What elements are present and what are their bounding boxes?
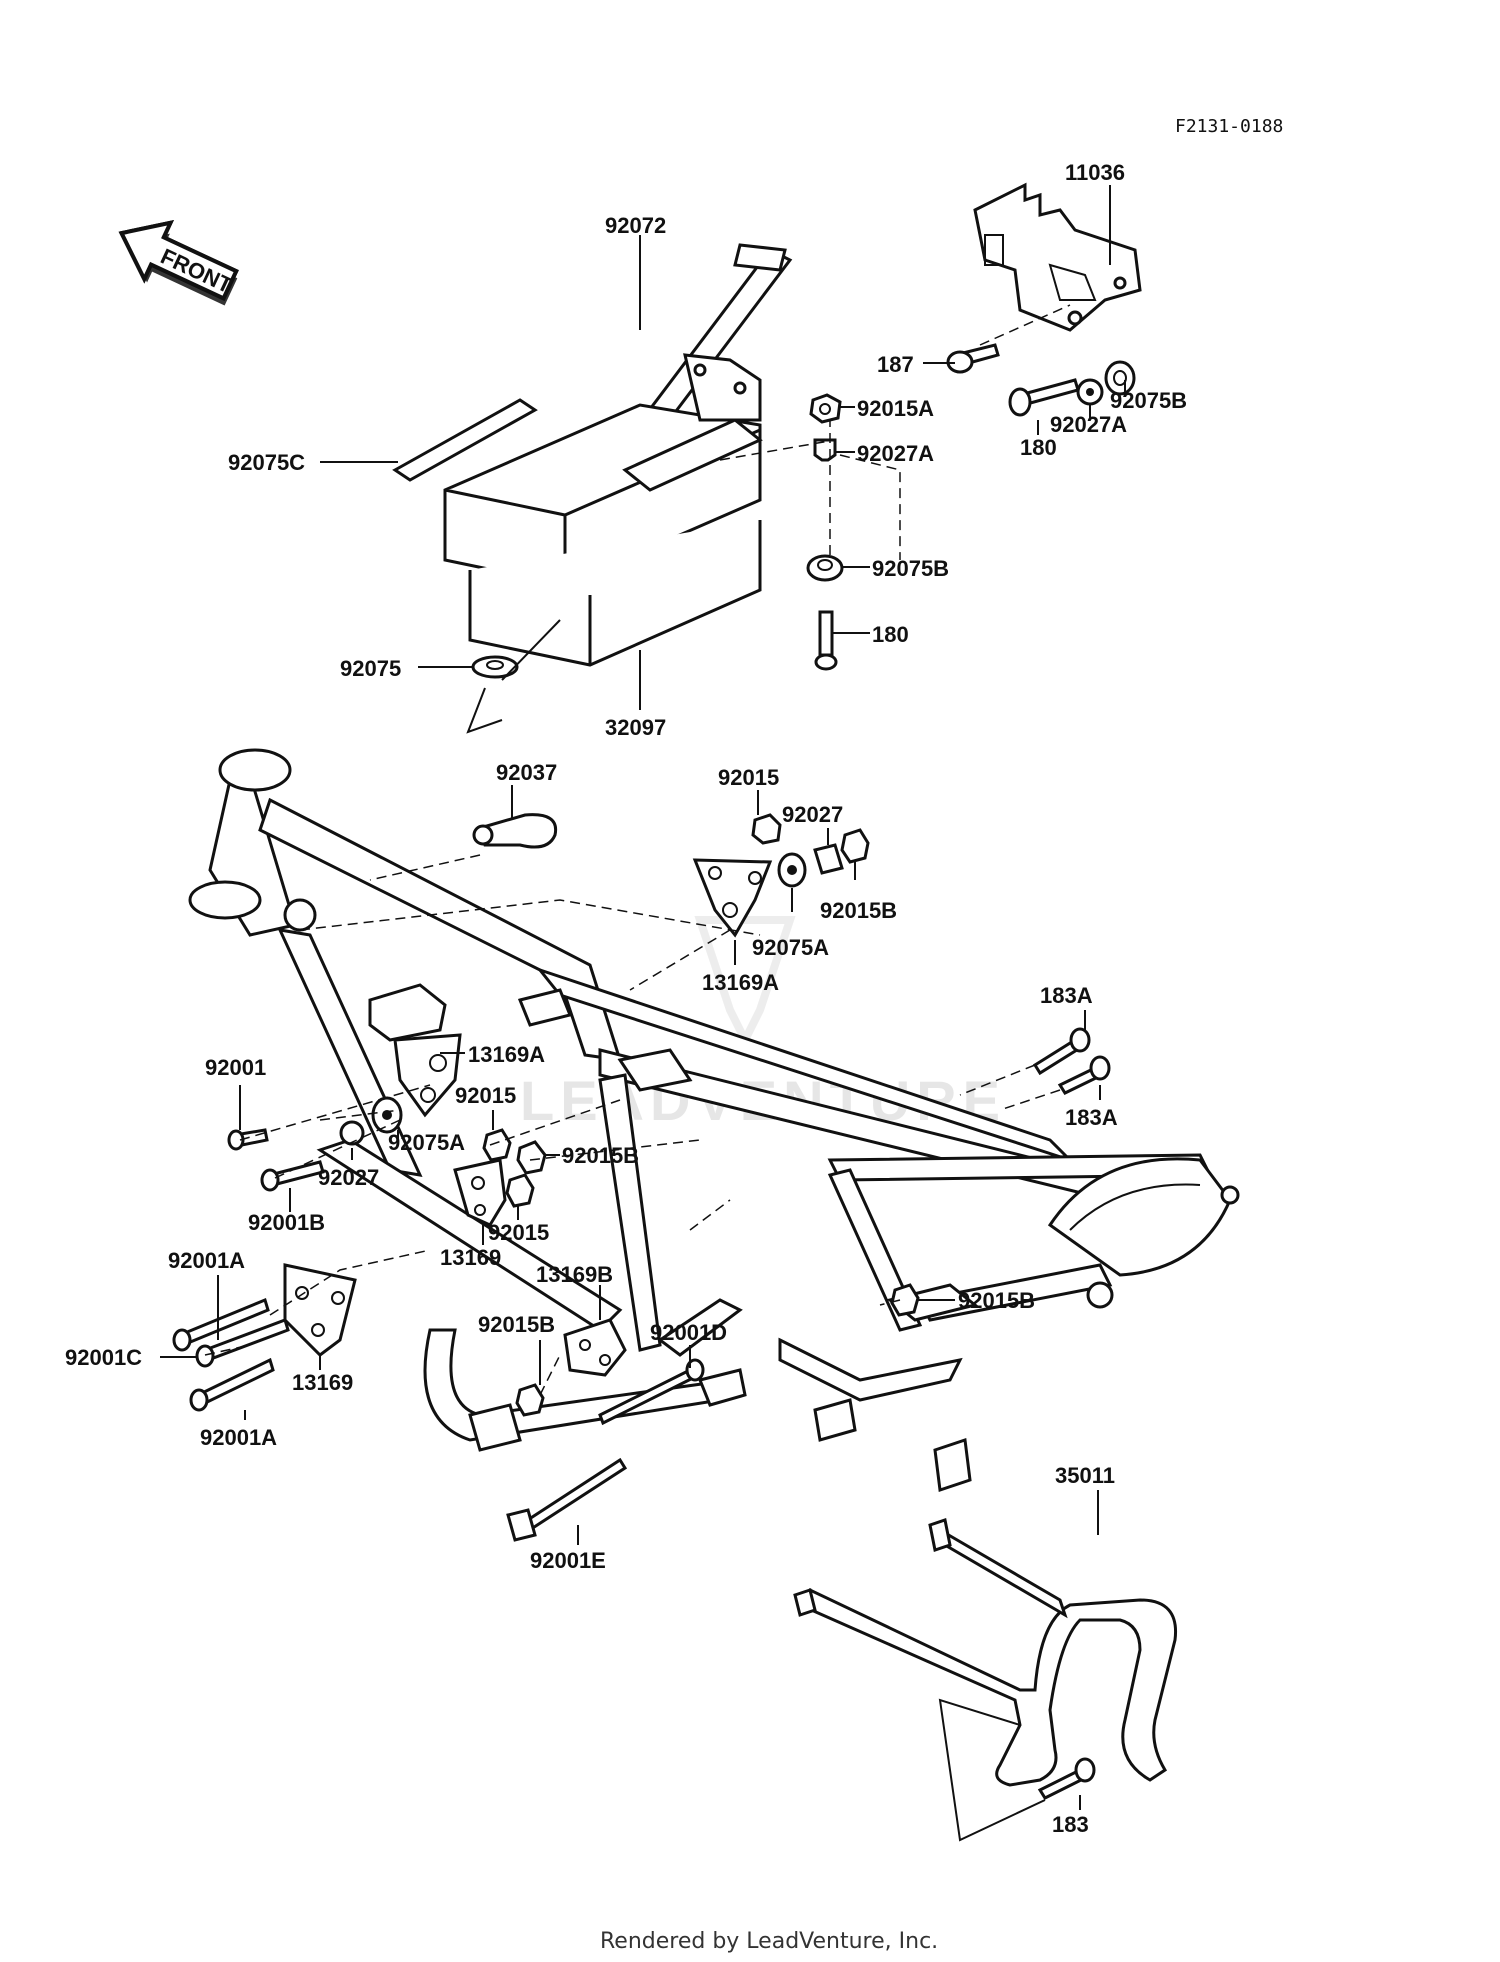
callout-92001C: 92001C — [65, 1345, 142, 1370]
bolt-183A-lower — [1057, 1055, 1111, 1095]
collar-92027A-right — [1076, 378, 1104, 406]
grommet-92075B-mid — [806, 554, 844, 582]
callout-13169B: 13169B — [536, 1262, 613, 1287]
nut-92015B-lower — [515, 1383, 545, 1417]
bolt-92001E — [506, 1457, 628, 1542]
leader-lines — [160, 185, 1126, 1842]
engine-mount-plate-13169A-upper — [692, 858, 773, 938]
callout-183A-upper: 183A — [1040, 983, 1093, 1008]
callout-92037: 92037 — [496, 760, 557, 785]
callout-92072: 92072 — [605, 213, 666, 238]
callout-92001D: 92001D — [650, 1320, 727, 1345]
callout-32097: 32097 — [605, 715, 666, 740]
callout-92001A-lower: 92001A — [200, 1425, 277, 1450]
callout-92015-left: 92015 — [455, 1083, 516, 1108]
callout-13169-front: 13169 — [292, 1370, 353, 1395]
guard-35011 — [793, 1518, 1178, 1787]
callout-92075A-upper: 92075A — [752, 935, 829, 960]
callout-92015B-lower: 92015B — [478, 1312, 555, 1337]
callout-13169A-upper: 13169A — [702, 970, 779, 995]
callout-92075C: 92075C — [228, 450, 305, 475]
bolt-92001A-lower — [189, 1357, 275, 1412]
callout-180-mid: 180 — [872, 622, 909, 647]
callout-92001A-upper: 92001A — [168, 1248, 245, 1273]
callout-187: 187 — [877, 352, 914, 377]
battery-bracket — [973, 182, 1142, 332]
callout-183: 183 — [1052, 1812, 1089, 1837]
callout-13169A-left: 13169A — [468, 1042, 545, 1067]
bolt-92001B — [260, 1160, 325, 1192]
bolt-180-mid — [814, 610, 838, 671]
callout-92001: 92001 — [205, 1055, 266, 1080]
grommet-92075B-right — [1104, 360, 1136, 396]
battery-case — [443, 353, 763, 667]
collar-92027-upper — [813, 843, 844, 875]
callout-183A-lower: 183A — [1065, 1105, 1118, 1130]
callout-35011: 35011 — [1055, 1463, 1115, 1488]
rubber-strip — [392, 398, 538, 482]
callout-92015-mid: 92015 — [488, 1220, 549, 1245]
callout-180-right: 180 — [1020, 435, 1057, 460]
footer-credit: Rendered by LeadVenture, Inc. — [600, 1929, 938, 1954]
grommet-92075A-upper — [777, 852, 807, 888]
watermark-logo — [694, 916, 796, 1049]
bolt-183 — [1037, 1757, 1096, 1800]
bolt-92001A-upper — [172, 1297, 270, 1352]
nut-92015B-left — [516, 1140, 547, 1175]
callout-92015B-left: 92015B — [562, 1143, 639, 1168]
callout-92027A-upper: 92027A — [857, 441, 934, 466]
grommet-92075A-left — [371, 1096, 403, 1134]
front-arrow-icon: FRONT — [118, 220, 239, 306]
callout-92075B-mid: 92075B — [872, 556, 949, 581]
nut-92015-left-top — [482, 1128, 512, 1162]
callout-92015B-upper: 92015B — [820, 898, 897, 923]
nut-92015-upper — [751, 813, 782, 845]
callout-92015B-right: 92015B — [958, 1288, 1035, 1313]
nut-92015B-upper — [840, 828, 870, 864]
callout-92027-upper: 92027 — [782, 802, 843, 827]
bolt-92001 — [227, 1128, 269, 1151]
collar-92027-left — [339, 1120, 365, 1146]
callout-92075: 92075 — [340, 656, 401, 681]
callout-92075A-left: 92075A — [388, 1130, 465, 1155]
bolt-183A-upper — [1032, 1027, 1091, 1076]
engine-mount-plate-13169-front — [283, 1263, 357, 1357]
bolt-180-right — [1008, 378, 1080, 417]
callout-92027A-right: 92027A — [1050, 412, 1127, 437]
callout-92075B-right: 92075B — [1110, 388, 1187, 413]
engine-mount-plate-13169-mid — [453, 1158, 507, 1227]
callout-92027-left: 92027 — [318, 1165, 379, 1190]
callout-92001E: 92001E — [530, 1548, 606, 1573]
callout-13169-mid: 13169 — [440, 1245, 501, 1270]
engine-mount-plate-13169A-left — [393, 1033, 462, 1118]
cushion — [471, 655, 519, 679]
callout-11036: 11036 — [1065, 160, 1125, 185]
callout-labels: 11036 92072 187 92015A 92027A 92075B 920… — [65, 160, 1187, 1837]
nut-92015-mid — [505, 1173, 535, 1208]
diagram-code: F2131-0188 — [1175, 116, 1283, 137]
nut-92015A — [809, 393, 842, 424]
callout-92015-upper: 92015 — [718, 765, 779, 790]
callout-92001B: 92001B — [248, 1210, 325, 1235]
engine-mount-plate-13169B — [563, 1318, 627, 1377]
clamp-92037 — [472, 813, 558, 849]
nut-92015B-right — [890, 1283, 920, 1317]
bolt-187 — [946, 343, 1000, 374]
callout-92015A: 92015A — [857, 396, 934, 421]
phantom-lines — [204, 304, 1071, 1396]
